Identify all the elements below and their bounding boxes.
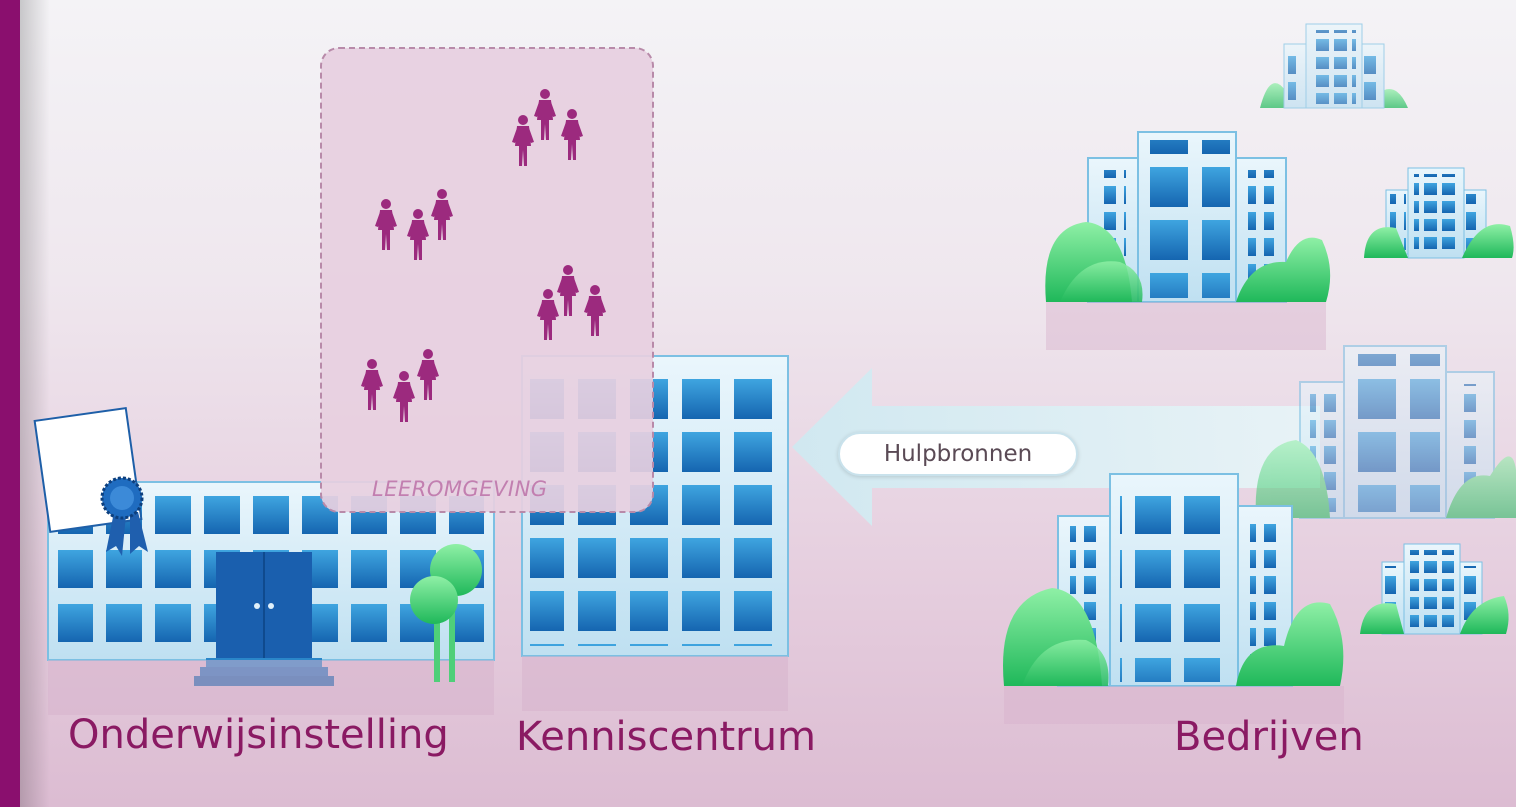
- bedrijven-label: Bedrijven: [1174, 714, 1364, 760]
- onderwijsinstelling-building-icon: [47, 481, 495, 715]
- kenniscentrum-label: Kenniscentrum: [516, 714, 816, 760]
- building-icon: [1260, 23, 1408, 109]
- building-icon: [1360, 543, 1509, 635]
- building-icon: [1003, 473, 1344, 724]
- building-icon: [1255, 345, 1516, 519]
- left-bar-shadow: [20, 0, 50, 807]
- onderwijsinstelling-label: Onderwijsinstelling: [68, 712, 449, 758]
- leeromgeving-panel: [320, 47, 654, 513]
- building-icon: [1364, 167, 1514, 259]
- hulpbronnen-label: Hulpbronnen: [838, 432, 1078, 476]
- tree-icon: [410, 544, 482, 682]
- ribbon-icon: [100, 476, 148, 556]
- leeromgeving-label: LEEROMGEVING: [372, 477, 548, 501]
- left-accent-bar: [0, 0, 20, 807]
- building-icon: [1045, 131, 1331, 350]
